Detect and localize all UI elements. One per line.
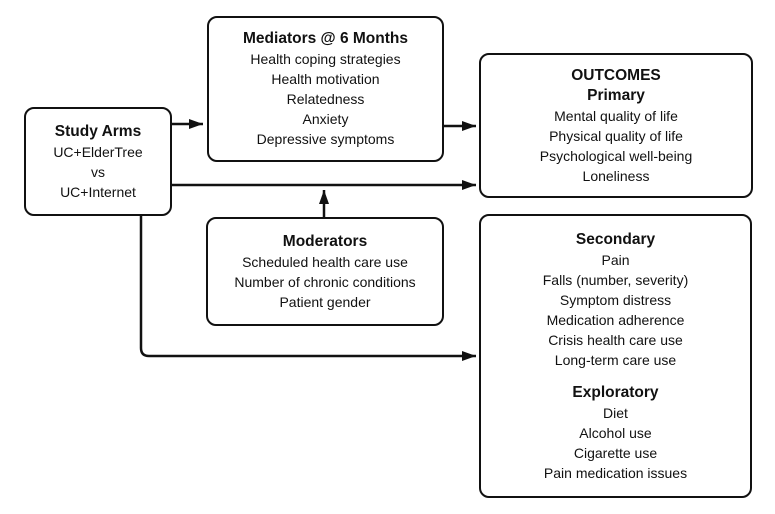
study-arms-line: vs [91, 163, 105, 180]
outcomes-primary-line: Psychological well-being [539, 147, 693, 164]
outcomes-primary-line: Mental quality of life [554, 107, 678, 124]
moderators-box: Moderators Scheduled health care use Num… [206, 217, 444, 326]
mediators-line: Anxiety [302, 111, 349, 127]
exploratory-title: Exploratory [572, 383, 659, 401]
outcomes-secondary-box: Secondary Pain Falls (number, severity) … [479, 214, 752, 498]
study-arms-box: Study Arms UC+ElderTree vs UC+Internet [24, 107, 172, 216]
secondary-line: Pain [601, 251, 630, 268]
moderators-line: Number of chronic conditions [234, 273, 416, 290]
study-arms-line: UC+Internet [60, 183, 136, 200]
mediators-line: Health motivation [271, 71, 380, 87]
outcomes-primary-line: Loneliness [582, 167, 650, 184]
secondary-line: Falls (number, severity) [542, 271, 689, 288]
secondary-line: Symptom distress [559, 291, 672, 308]
exploratory-line: Cigarette use [573, 444, 658, 461]
outcomes-primary-subtitle: Primary [587, 86, 645, 104]
moderators-line: Scheduled health care use [242, 253, 408, 270]
study-arms-title: Study Arms [54, 122, 142, 140]
exploratory-line: Alcohol use [579, 424, 652, 441]
outcomes-primary-box: OUTCOMES Primary Mental quality of life … [479, 53, 753, 198]
mediators-line: Depressive symptoms [256, 131, 395, 147]
secondary-line: Long-term care use [554, 351, 677, 368]
outcomes-primary-line: Physical quality of life [549, 127, 683, 144]
outcomes-title: OUTCOMES [571, 66, 661, 84]
moderators-title: Moderators [282, 232, 368, 250]
mediators-line: Health coping strategies [250, 51, 401, 67]
mediators-line: Relatedness [286, 91, 365, 107]
secondary-title: Secondary [575, 230, 656, 248]
study-arms-line: UC+ElderTree [53, 143, 143, 160]
exploratory-line: Diet [603, 404, 628, 421]
exploratory-line: Pain medication issues [543, 464, 688, 481]
secondary-line: Crisis health care use [548, 331, 683, 348]
secondary-line: Medication adherence [546, 311, 685, 328]
mediators-box: Mediators @ 6 Months Health coping strat… [207, 16, 444, 162]
mediators-title: Mediators @ 6 Months [243, 30, 408, 47]
moderators-line: Patient gender [279, 293, 371, 310]
